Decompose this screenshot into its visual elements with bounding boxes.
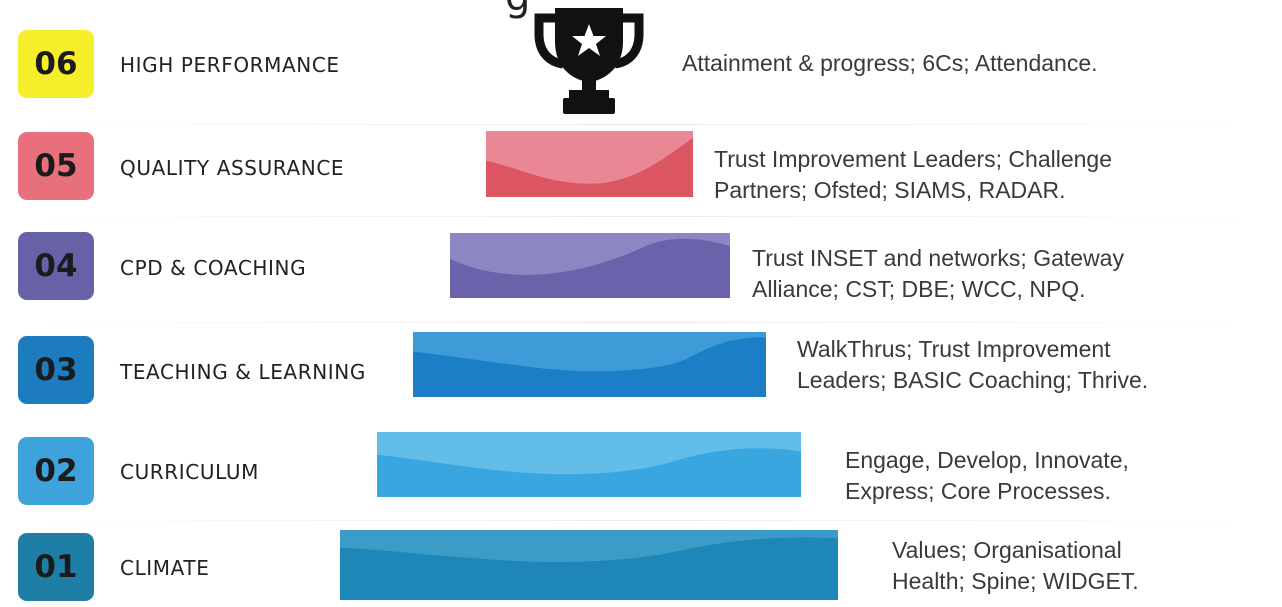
cropped-title-fragment: g xyxy=(505,0,530,20)
tier-number-badge: 01 xyxy=(18,533,94,601)
pyramid-bar-01 xyxy=(340,530,838,600)
tier-label: CURRICULUM xyxy=(120,460,259,484)
tier-label: TEACHING & LEARNING xyxy=(120,360,366,384)
tier-description-line: Leaders; BASIC Coaching; Thrive. xyxy=(797,367,1149,393)
pyramid-bar-04 xyxy=(450,233,730,298)
tier-description-line: Values; Organisational xyxy=(892,537,1122,563)
tier-02: 02 CURRICULUM Engage, Develop, Innovate,… xyxy=(0,431,1282,511)
tier-label: CLIMATE xyxy=(120,556,210,580)
tier-number-badge: 05 xyxy=(18,132,94,200)
tier-label: HIGH PERFORMANCE xyxy=(120,53,340,77)
tier-06: 06 HIGH PERFORMANCE Attainment & progres… xyxy=(0,24,1282,104)
tier-description: Trust INSET and networks; Gateway Allian… xyxy=(752,243,1124,305)
tier-description-line: WalkThrus; Trust Improvement xyxy=(797,336,1111,362)
tier-number-badge: 06 xyxy=(18,30,94,98)
trophy-icon xyxy=(534,8,644,114)
tier-description: Trust Improvement Leaders; Challenge Par… xyxy=(714,144,1112,206)
tier-description: Attainment & progress; 6Cs; Attendance. xyxy=(682,48,1098,79)
scan-artifact-line xyxy=(0,216,1282,217)
pyramid-bar-05 xyxy=(486,131,693,197)
tier-label: CPD & COACHING xyxy=(120,256,307,280)
tier-description-line: Partners; Ofsted; SIAMS, RADAR. xyxy=(714,177,1066,203)
tier-description: WalkThrus; Trust Improvement Leaders; BA… xyxy=(797,334,1148,396)
scan-artifact-line xyxy=(0,124,1282,125)
tier-description-line: Engage, Develop, Innovate, xyxy=(845,447,1129,473)
tier-description-line: Attainment & progress; 6Cs; Attendance. xyxy=(682,50,1098,76)
tier-description-line: Trust INSET and networks; Gateway xyxy=(752,245,1124,271)
tier-03: 03 TEACHING & LEARNING WalkThrus; Trust … xyxy=(0,330,1282,410)
pyramid-bar-02 xyxy=(377,432,801,497)
tier-description-line: Express; Core Processes. xyxy=(845,478,1111,504)
tier-description-line: Health; Spine; WIDGET. xyxy=(892,568,1139,594)
tier-label: QUALITY ASSURANCE xyxy=(120,156,345,180)
tier-01: 01 CLIMATE Values; Organisational Health… xyxy=(0,527,1282,607)
pyramid-bar-03 xyxy=(413,332,766,397)
tier-number-badge: 03 xyxy=(18,336,94,404)
scan-artifact-line xyxy=(0,322,1282,323)
tier-number-badge: 02 xyxy=(18,437,94,505)
tier-04: 04 CPD & COACHING Trust INSET and networ… xyxy=(0,226,1282,306)
tier-05: 05 QUALITY ASSURANCE Trust Improvement L… xyxy=(0,126,1282,206)
tier-description-line: Alliance; CST; DBE; WCC, NPQ. xyxy=(752,276,1086,302)
tier-description: Engage, Develop, Innovate, Express; Core… xyxy=(845,445,1129,507)
tier-description-line: Trust Improvement Leaders; Challenge xyxy=(714,146,1113,172)
scan-artifact-line xyxy=(0,520,1282,521)
tier-number-badge: 04 xyxy=(18,232,94,300)
tier-description: Values; Organisational Health; Spine; WI… xyxy=(892,535,1139,597)
